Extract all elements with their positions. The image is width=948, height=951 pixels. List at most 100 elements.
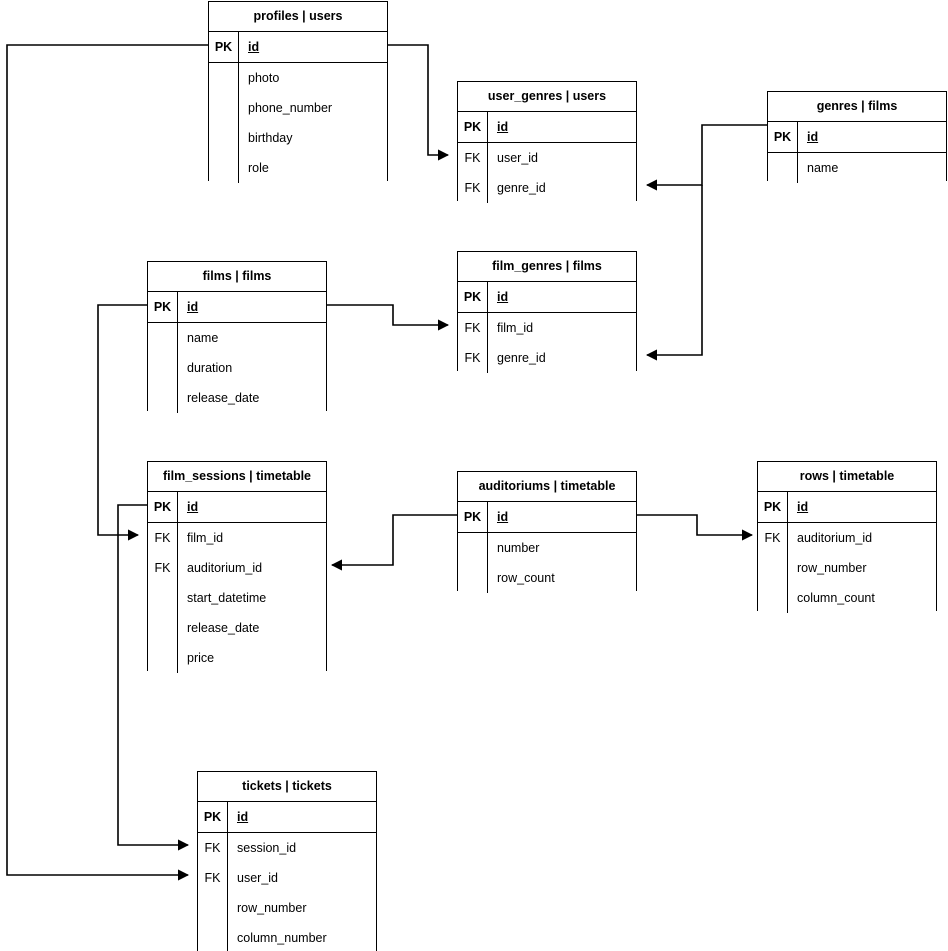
attribute-name: film_id: [497, 321, 534, 335]
attribute-row[interactable]: price: [148, 643, 326, 673]
attribute-row[interactable]: FK film_id: [458, 313, 636, 343]
key-cell-empty: [768, 153, 798, 183]
attribute-name: id: [497, 120, 509, 134]
attribute-row[interactable]: FK user_id: [198, 863, 376, 893]
key-cell-empty: [209, 63, 239, 93]
attribute-row[interactable]: name: [148, 323, 326, 353]
attribute-row[interactable]: release_date: [148, 383, 326, 413]
key-cell-empty: [148, 383, 178, 413]
entity-title-genres: genres | films: [768, 92, 946, 122]
key-cell-empty: [209, 123, 239, 153]
attribute-row[interactable]: row_count: [458, 563, 636, 593]
attribute-name: auditorium_id: [797, 531, 873, 545]
attribute-row[interactable]: duration: [148, 353, 326, 383]
attribute-row[interactable]: start_datetime: [148, 583, 326, 613]
entity-title-tickets: tickets | tickets: [198, 772, 376, 802]
attribute-row[interactable]: row_number: [758, 553, 936, 583]
attribute-row[interactable]: release_date: [148, 613, 326, 643]
relationship-auditoriums-rows: [637, 514, 754, 541]
attribute-row[interactable]: name: [768, 153, 946, 183]
attribute-row[interactable]: role: [209, 153, 387, 183]
key-cell-empty: [198, 893, 228, 923]
key-cell-empty: [148, 643, 178, 673]
foreign-key-badge: FK: [148, 523, 178, 553]
key-cell-empty: [148, 353, 178, 383]
attribute-name: number: [497, 541, 540, 555]
attribute-name: id: [497, 290, 509, 304]
attribute-name: user_id: [237, 871, 278, 885]
attribute-row[interactable]: photo: [209, 63, 387, 93]
attribute-row[interactable]: FK auditorium_id: [148, 553, 326, 583]
attribute-name: release_date: [187, 391, 260, 405]
relationship-profiles-tickets: [6, 44, 208, 881]
attribute-name: row_number: [797, 561, 867, 575]
primary-key-badge: PK: [768, 122, 798, 152]
key-cell-empty: [758, 553, 788, 583]
key-cell-empty: [148, 613, 178, 643]
foreign-key-badge: FK: [458, 143, 488, 173]
key-cell-empty: [148, 583, 178, 613]
attribute-row[interactable]: birthday: [209, 123, 387, 153]
attribute-row[interactable]: phone_number: [209, 93, 387, 123]
primary-key-badge: PK: [458, 502, 488, 532]
attribute-name: id: [237, 810, 249, 824]
relationship-genres-film_genres: [645, 185, 703, 361]
foreign-key-badge: FK: [148, 553, 178, 583]
attribute-name: start_datetime: [187, 591, 267, 605]
attribute-row[interactable]: number: [458, 533, 636, 563]
attribute-name: column_number: [237, 931, 327, 945]
primary-key-badge: PK: [148, 492, 178, 522]
primary-key-badge: PK: [148, 292, 178, 322]
attribute-name: genre_id: [497, 181, 546, 195]
attribute-name: name: [807, 161, 839, 175]
primary-key-badge: PK: [209, 32, 239, 62]
attribute-name: user_id: [497, 151, 538, 165]
attribute-name: price: [187, 651, 215, 665]
attribute-row[interactable]: column_number: [198, 923, 376, 951]
key-cell-empty: [458, 533, 488, 563]
attribute-row[interactable]: FK user_id: [458, 143, 636, 173]
attribute-name: release_date: [187, 621, 260, 635]
attribute-row[interactable]: column_count: [758, 583, 936, 613]
attribute-name: session_id: [237, 841, 297, 855]
attribute-name: row_number: [237, 901, 307, 915]
entity-title-film_sessions: film_sessions | timetable: [148, 462, 326, 492]
foreign-key-badge: FK: [458, 313, 488, 343]
key-cell-empty: [209, 153, 239, 183]
attribute-name: role: [248, 161, 269, 175]
attribute-row[interactable]: row_number: [198, 893, 376, 923]
attribute-name: phone_number: [248, 101, 333, 115]
foreign-key-badge: FK: [198, 863, 228, 893]
attribute-name: auditorium_id: [187, 561, 263, 575]
